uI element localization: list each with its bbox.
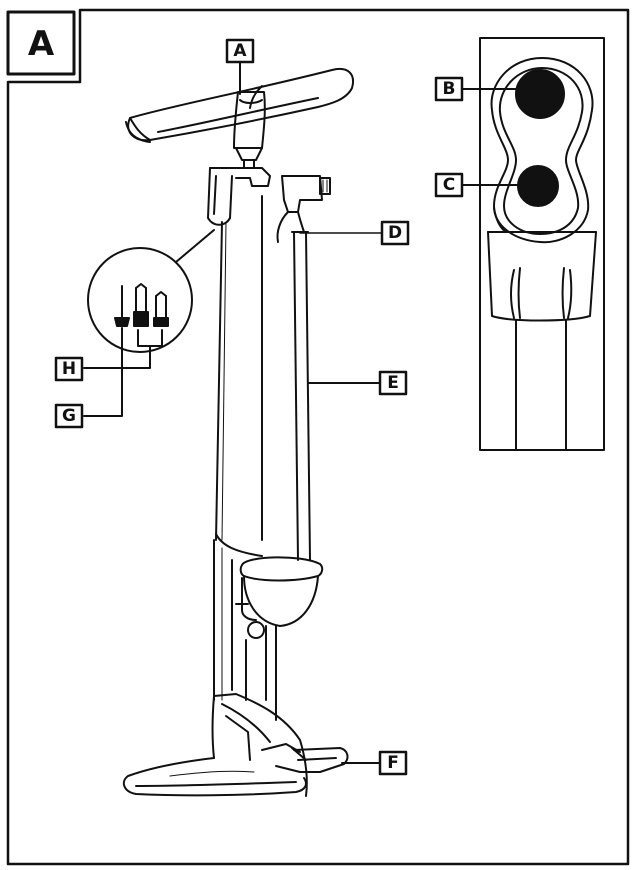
pressure-gauge [235, 556, 324, 721]
barrel [215, 195, 263, 541]
figure-frame [6, 8, 630, 866]
label-d: D [299, 220, 410, 246]
base [122, 693, 349, 797]
svg-text:A: A [233, 41, 247, 61]
adapters-detail [83, 247, 193, 417]
panel-letter-box: A [6, 10, 76, 76]
needle-adapter [114, 285, 130, 327]
presta-adapter [133, 283, 149, 327]
svg-text:E: E [387, 373, 399, 393]
pump-illustration [122, 68, 354, 797]
label-h: H [54, 356, 84, 382]
handle-detail [479, 37, 605, 451]
svg-text:B: B [443, 79, 456, 99]
panel-letter: A [28, 24, 55, 64]
svg-text:G: G [62, 406, 76, 426]
svg-text:D: D [388, 223, 402, 243]
svg-text:F: F [387, 753, 399, 773]
label-b: B [434, 76, 527, 102]
hose-holder [207, 167, 271, 226]
label-f: F [341, 750, 408, 776]
label-c: C [434, 172, 527, 198]
callout-line [175, 229, 215, 263]
label-g: G [54, 403, 84, 429]
svg-text:H: H [62, 359, 76, 379]
label-e: E [307, 370, 408, 396]
hose [293, 231, 311, 561]
label-a: A [225, 38, 255, 95]
handle [125, 68, 354, 169]
schrader-adapter [153, 291, 169, 327]
lower-housing [213, 533, 263, 701]
svg-text:C: C [443, 175, 455, 195]
hose-connector [276, 175, 331, 243]
